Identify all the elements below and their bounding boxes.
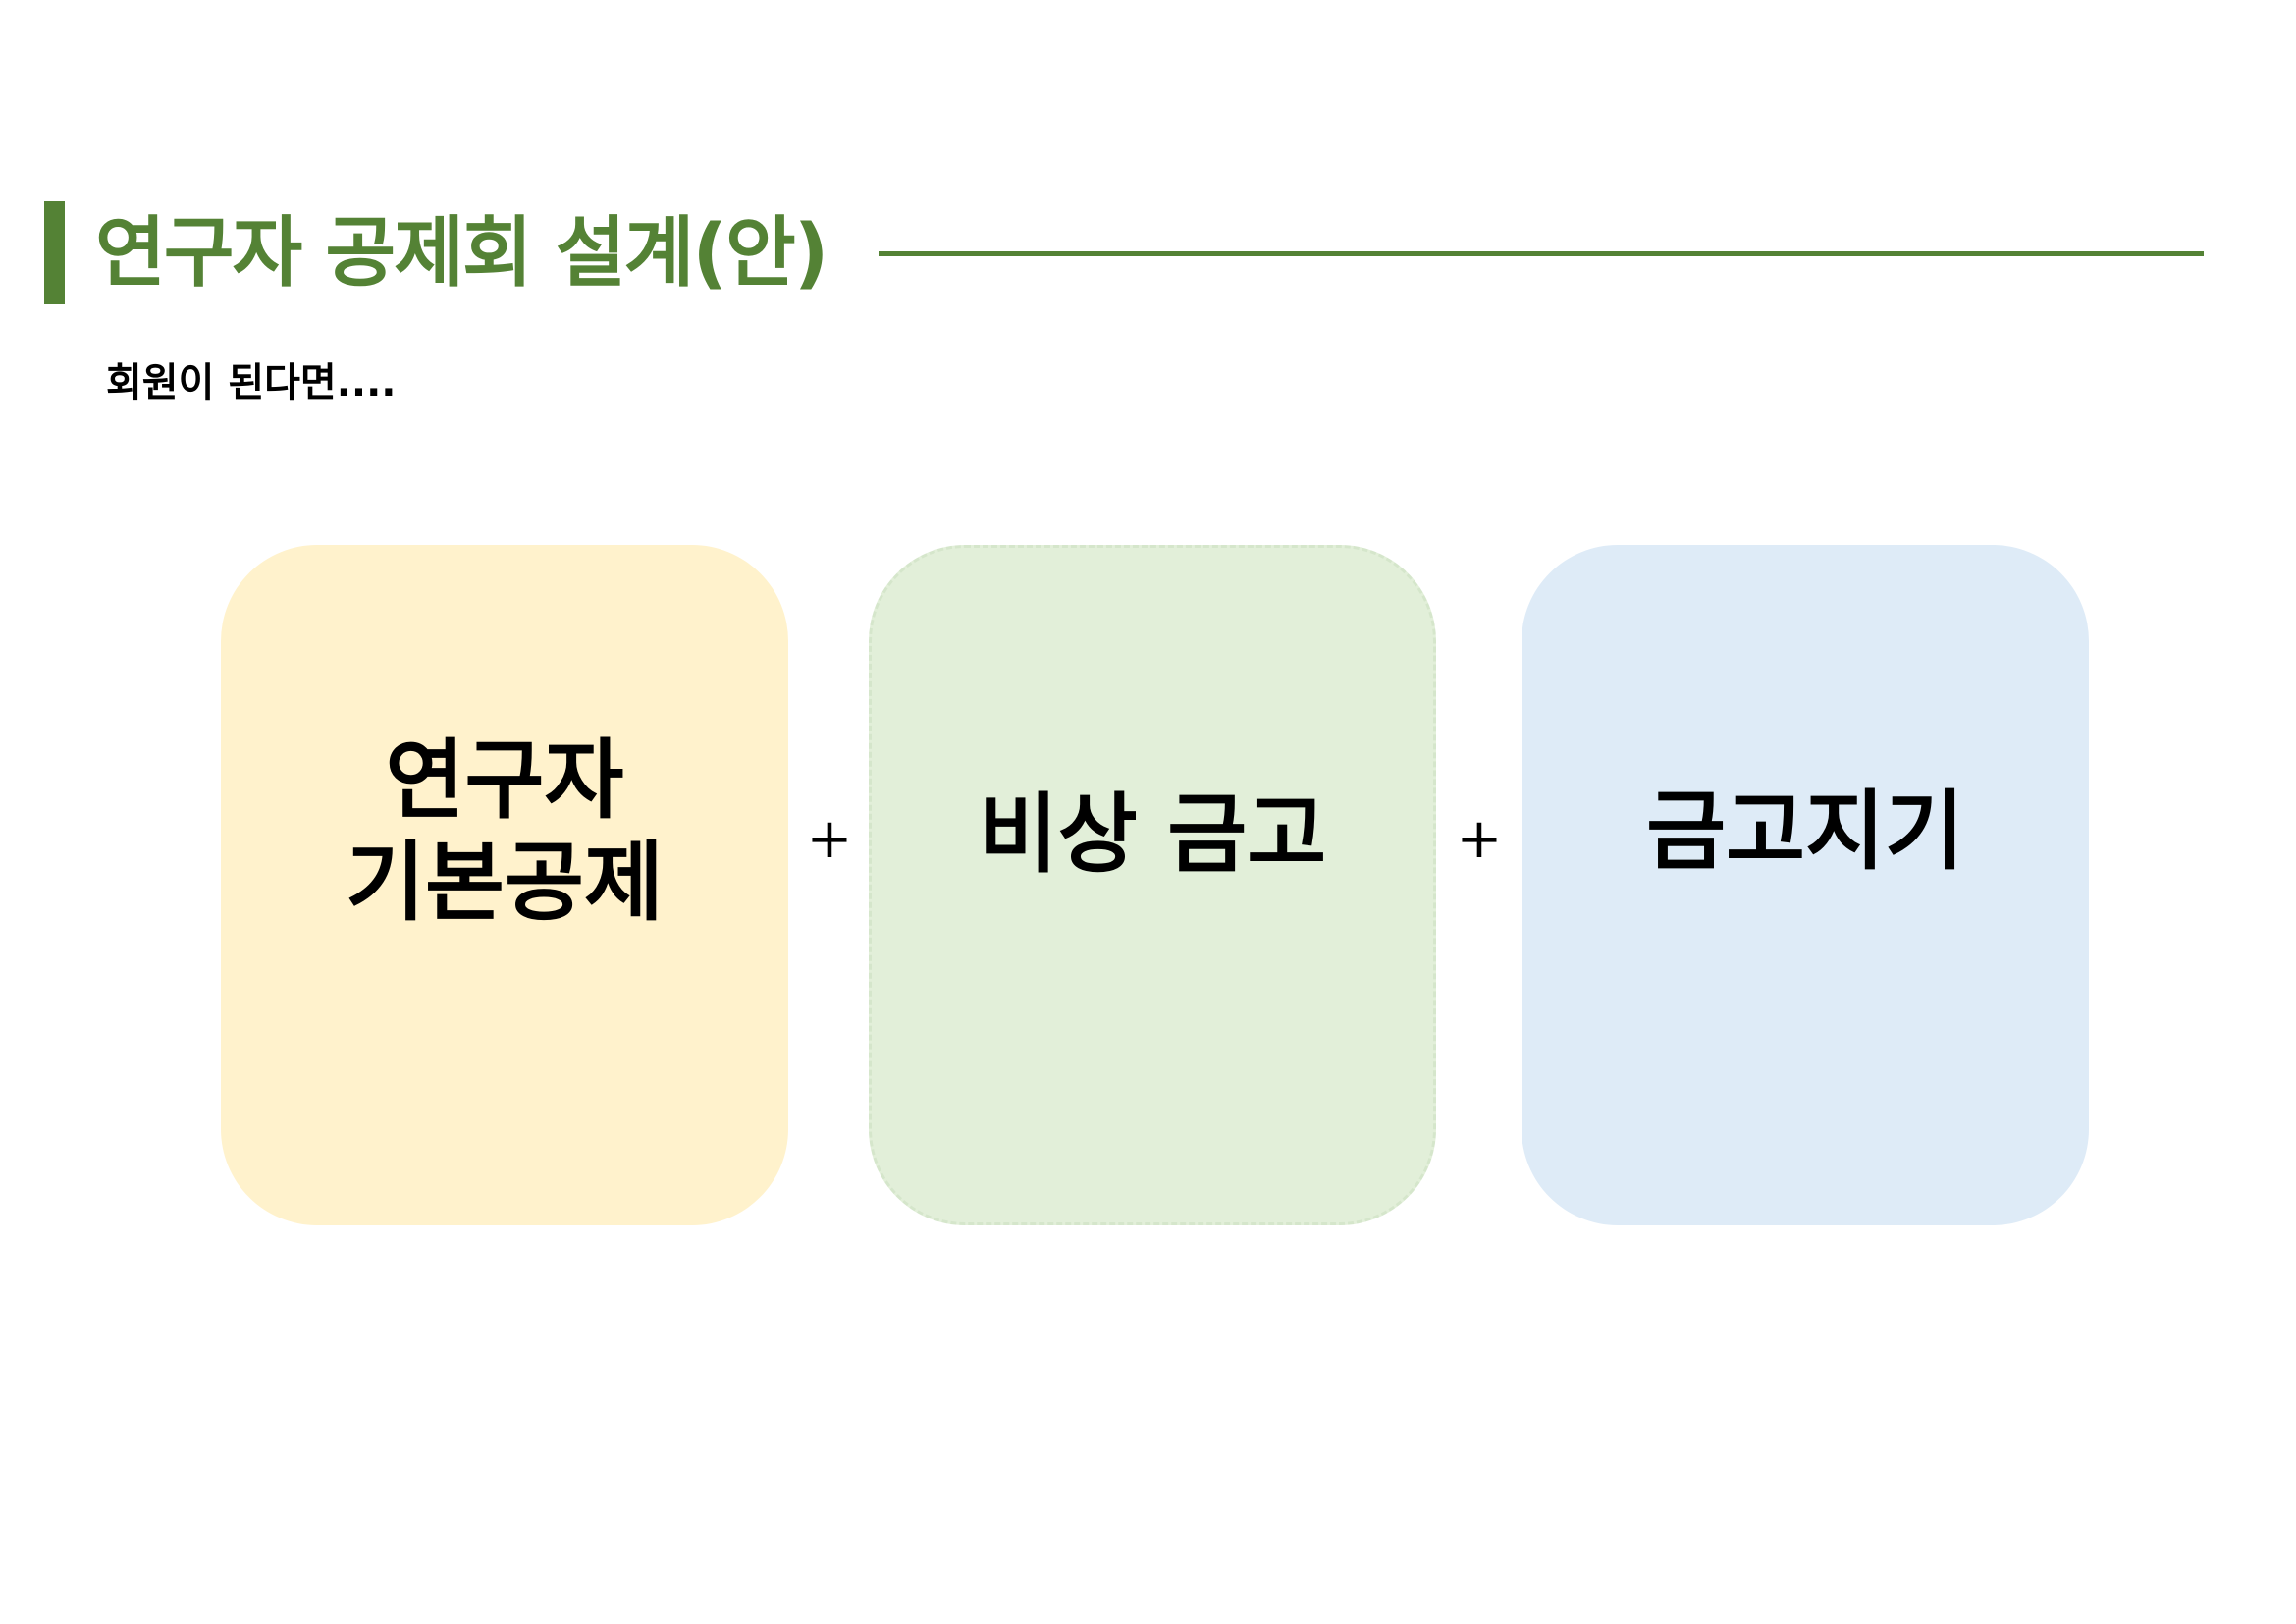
box-basic-deduction: 연구자 기본공제 bbox=[221, 545, 788, 1225]
page-title: 연구자 공제회 설계(안) bbox=[95, 209, 828, 298]
plus-operator: + bbox=[806, 807, 853, 871]
box-label: 비상 금고 bbox=[978, 784, 1327, 885]
box-emergency-fund: 비상 금고 bbox=[869, 545, 1436, 1225]
title-accent-bar bbox=[44, 201, 65, 304]
box-label: 연구자 기본공제 bbox=[221, 730, 788, 934]
plus-operator: + bbox=[1456, 807, 1503, 871]
box-label-line: 연구자 bbox=[385, 730, 624, 831]
title-divider bbox=[879, 251, 2204, 256]
box-label: 금고지기 bbox=[1646, 781, 1964, 882]
box-label-line: 기본공제 bbox=[346, 832, 664, 933]
page-subtitle: 회원이 된다면.... bbox=[106, 360, 397, 406]
box-vault-keeper: 금고지기 bbox=[1522, 545, 2089, 1225]
